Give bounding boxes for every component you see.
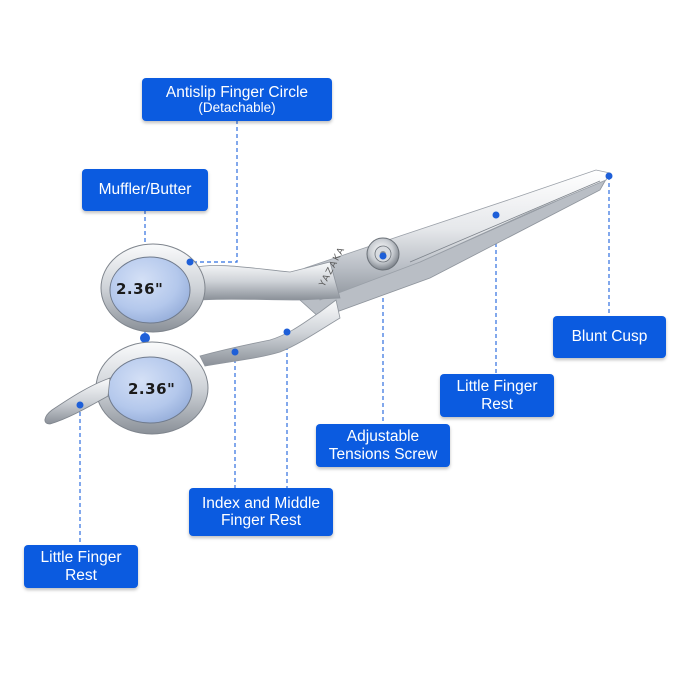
callout-finger-circle: Antislip Finger Circle (Detachable) — [142, 78, 332, 121]
callout-muffler: Muffler/Butter — [82, 169, 208, 211]
callout-index-middle-line2: Finger Rest — [220, 512, 302, 529]
finger-rest-tang — [44, 377, 111, 425]
dot-finger-circle — [186, 258, 194, 266]
leader-finger-circle — [190, 120, 238, 263]
muffler-dot — [140, 333, 150, 343]
callout-tension-screw-line1: Adjustable — [346, 428, 420, 446]
upper-blade — [304, 169, 611, 301]
callout-finger-circle-line1: Antislip Finger Circle — [165, 83, 309, 101]
callout-tension-screw: Adjustable Tensions Screw — [316, 424, 450, 467]
dot-index-middle-2 — [283, 328, 291, 336]
dot-index-middle — [231, 348, 239, 356]
lower-ring-size: 2.36" — [128, 380, 176, 398]
dot-tension-screw — [379, 252, 387, 260]
callout-little-finger-rest-handle: Little Finger Rest — [24, 545, 138, 588]
blade-edge — [409, 180, 601, 263]
callout-muffler-line1: Muffler/Butter — [98, 181, 192, 199]
callout-little-finger-rest-blade: Little Finger Rest — [440, 374, 554, 417]
upper-handle — [191, 261, 341, 301]
upper-finger-circle — [109, 256, 191, 324]
dot-blunt-cusp — [605, 172, 613, 180]
pointer-dots — [76, 172, 613, 409]
dot-little-finger-blade — [492, 211, 500, 219]
callout-blunt-cusp: Blunt Cusp — [553, 316, 666, 358]
callout-blunt-cusp-line1: Blunt Cusp — [571, 328, 648, 346]
callout-little-finger-handle-line2: Rest — [65, 566, 97, 584]
upper-ring-size: 2.36" — [116, 280, 164, 298]
callout-index-middle-line1: Index and Middle — [201, 494, 321, 512]
callout-index-middle-rest: Index and Middle Finger Rest — [189, 488, 333, 536]
callout-finger-circle-line2: (Detachable) — [198, 99, 276, 115]
callout-tension-screw-line2: Tensions Screw — [328, 445, 438, 463]
callout-little-finger-blade-line1: Little Finger — [456, 378, 538, 396]
callout-little-finger-handle-line1: Little Finger — [40, 549, 122, 567]
dot-little-finger-handle — [76, 401, 84, 409]
callout-little-finger-blade-line2: Rest — [481, 395, 513, 413]
